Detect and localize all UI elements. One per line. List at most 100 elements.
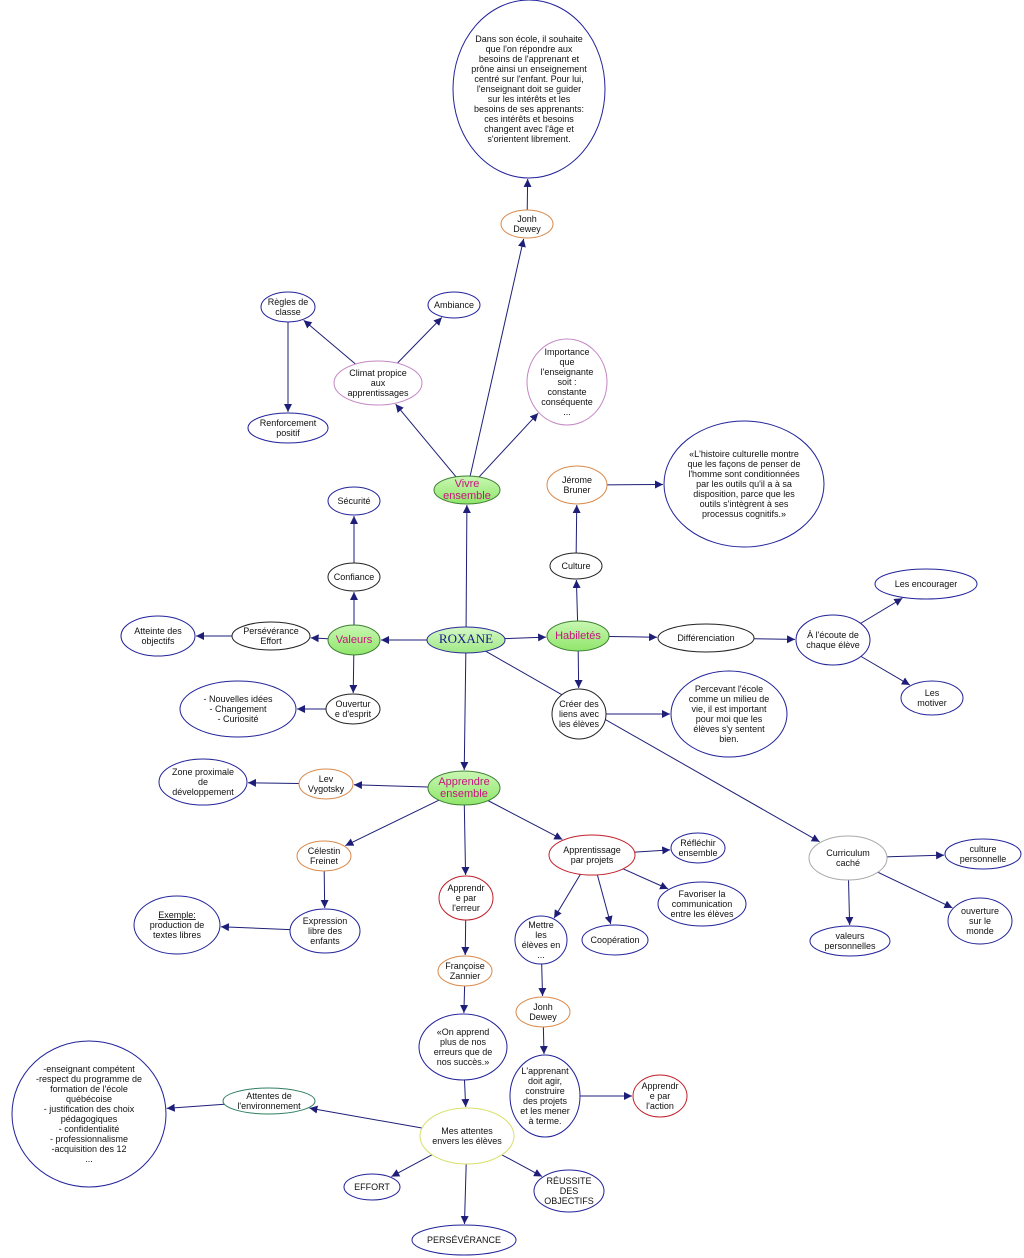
node-label-line: ... <box>85 1154 93 1164</box>
node-label-line: l'enseignante <box>541 367 594 377</box>
node-shape <box>289 908 361 954</box>
node-shape <box>515 996 571 1028</box>
node-shape <box>296 840 352 872</box>
node-label-line: ROXANE <box>439 631 493 646</box>
node-label-line: -enseignant compétent <box>43 1064 135 1074</box>
node-label-line: comme un milieu de <box>689 694 770 704</box>
node-label-line: soit : <box>557 377 576 387</box>
node-encourager: Les encourager <box>874 568 978 600</box>
node-label-line: besoins de ses apprenants: <box>474 104 584 114</box>
edge-ecoute-to-encourager <box>860 597 903 624</box>
node-label-line: aux <box>371 378 386 388</box>
node-enseignant-comp: -enseignant compétent-respect du program… <box>11 1040 167 1188</box>
node-label-line: monde <box>966 926 994 936</box>
node-shape <box>427 291 481 319</box>
node-label-line: sur le <box>969 916 991 926</box>
node-label-line: Mettre <box>528 920 554 930</box>
node-shape <box>327 562 381 592</box>
node-label-line: constante <box>547 387 586 397</box>
node-shape <box>533 1169 605 1213</box>
node-label-line: Confiance <box>334 572 375 582</box>
node-label-line: ... <box>537 950 545 960</box>
node-label-line: Vygotsky <box>308 784 345 794</box>
node-shape <box>874 568 978 600</box>
node-label-line: Jonh <box>533 1002 553 1012</box>
edge-projets-to-favoriser <box>622 868 669 890</box>
node-label-line: Dans son école, il souhaite <box>475 34 583 44</box>
node-label-line: valeurs <box>835 931 865 941</box>
node-shape <box>944 838 1022 870</box>
node-label-line: nos succès.» <box>437 1057 490 1067</box>
node-label-line: l'homme sont conditionnées <box>688 469 800 479</box>
node-label-line: l'erreur <box>452 903 480 913</box>
node-label-line: Culture <box>561 561 590 571</box>
node-label-line: Sécurité <box>337 496 370 506</box>
node-label-line: Jérome <box>562 475 592 485</box>
node-label-line: pour moi que les <box>696 714 763 724</box>
node-label-line: enfants <box>310 936 340 946</box>
node-label-line: Exemple: <box>158 910 196 920</box>
edge-apprendre-to-erreur <box>461 804 470 876</box>
node-shape <box>551 688 607 740</box>
node-label-line: Habiletés <box>555 630 601 642</box>
node-label-line: chaque élève <box>806 640 860 650</box>
node-label-line: pédagogiques <box>61 1114 118 1124</box>
node-label-line: Valeurs <box>336 634 373 646</box>
edge-habiletes-to-differenciation <box>608 633 658 642</box>
node-shape <box>260 291 316 323</box>
node-label-line: liens avec <box>559 709 600 719</box>
node-label-line: sur les intérêts et les <box>488 94 571 104</box>
node-label-line: communication <box>672 899 733 909</box>
node-label-line: ouverture <box>961 906 999 916</box>
node-label-line: Climat propice <box>349 368 407 378</box>
node-shape <box>514 915 568 965</box>
node-label-line: Réfléchir <box>680 838 716 848</box>
node-label-line: élèves s'y sentent <box>693 724 765 734</box>
node-shape <box>795 614 871 666</box>
node-shape <box>158 758 248 806</box>
node-label-line: L'apprenant <box>521 1066 569 1076</box>
node-label-line: Curriculum <box>826 848 870 858</box>
node-label-line: À l'écoute de <box>807 630 859 640</box>
node-label-line: Vivre <box>455 478 480 490</box>
node-label-line: processus cognitifs.» <box>702 509 786 519</box>
node-label-line: que l'on répondre aux <box>486 44 573 54</box>
node-label-line: changent avec l'âge et <box>484 124 574 134</box>
node-label-line: conséquente <box>541 397 593 407</box>
node-label-line: objectifs <box>141 636 175 646</box>
node-label-line: et les mener <box>520 1106 570 1116</box>
node-label-line: Les <box>925 688 940 698</box>
node-shape <box>426 626 506 654</box>
node-shape <box>427 770 501 806</box>
edge-vivre-to-importance <box>478 412 539 478</box>
edge-zannier-to-on_apprend <box>460 985 469 1014</box>
node-confiance: Confiance <box>327 562 381 592</box>
node-label-line: Les encourager <box>895 579 958 589</box>
edge-attentes_env-to-enseignant_comp <box>166 1103 225 1112</box>
node-shape <box>808 835 888 881</box>
node-perseverance: PERSÉVÉRANCE <box>411 1224 517 1256</box>
node-label-line: formation de l'école <box>50 1084 128 1094</box>
node-shape <box>419 1107 515 1165</box>
node-shape <box>509 1054 581 1138</box>
node-shape <box>546 465 608 505</box>
node-shape <box>500 209 554 239</box>
node-shape <box>670 670 788 758</box>
node-shape <box>179 680 297 738</box>
